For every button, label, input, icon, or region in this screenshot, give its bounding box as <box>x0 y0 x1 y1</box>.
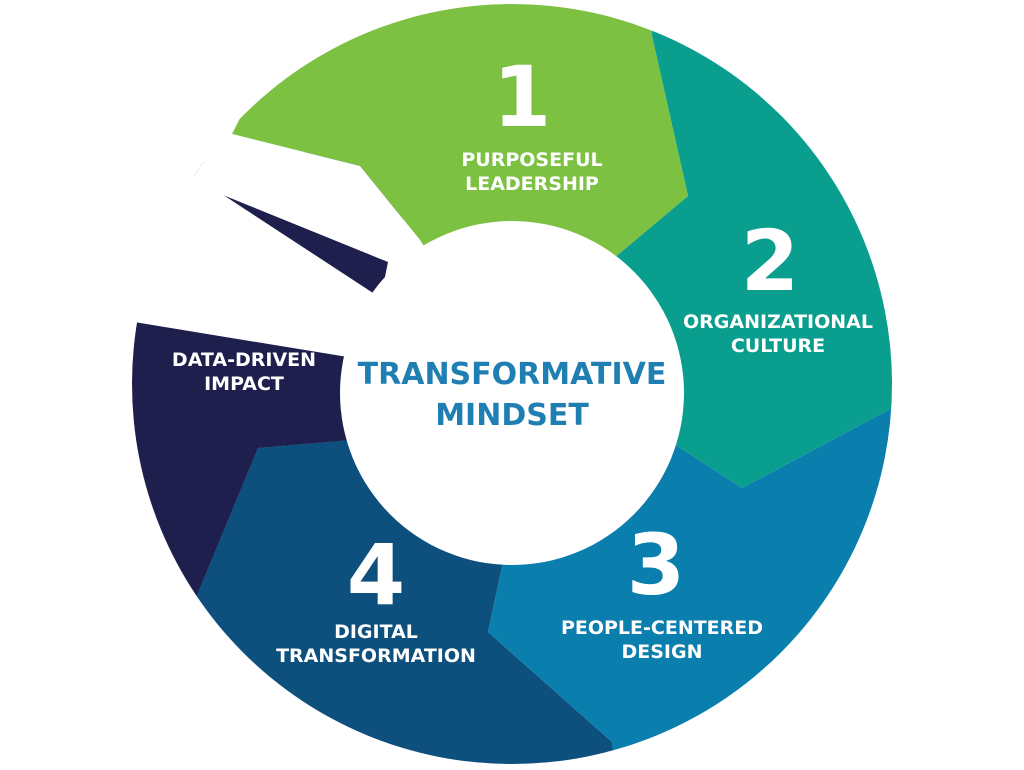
segment-gap <box>150 130 420 262</box>
segment-5-label-line1: DATA-DRIVEN <box>172 349 316 371</box>
segment-3-number: 3 <box>627 516 685 614</box>
segment-1-label-line1: PURPOSEFUL <box>461 149 602 171</box>
segment-3-label-line1: PEOPLE-CENTERED <box>561 617 763 639</box>
segment-5-label-line2: IMPACT <box>204 373 284 395</box>
center-title-line2: MINDSET <box>435 398 589 433</box>
segment-1-label-line2: LEADERSHIP <box>465 173 599 195</box>
segment-2-label-line1: ORGANIZATIONAL <box>683 311 873 333</box>
segment-4-label-line2: TRANSFORMATION <box>276 645 476 667</box>
segment-2-number: 2 <box>741 212 799 310</box>
segment-1-number: 1 <box>493 48 551 146</box>
segment-4-number: 4 <box>347 526 405 624</box>
center-hub <box>340 221 684 565</box>
segment-4-label-line1: DIGITAL <box>334 621 418 643</box>
center-title-line1: TRANSFORMATIVE <box>358 357 667 392</box>
segment-5-number: 5 <box>215 252 273 350</box>
segment-2-label-line2: CULTURE <box>731 335 825 357</box>
segment-3-label-line2: DESIGN <box>621 641 702 663</box>
